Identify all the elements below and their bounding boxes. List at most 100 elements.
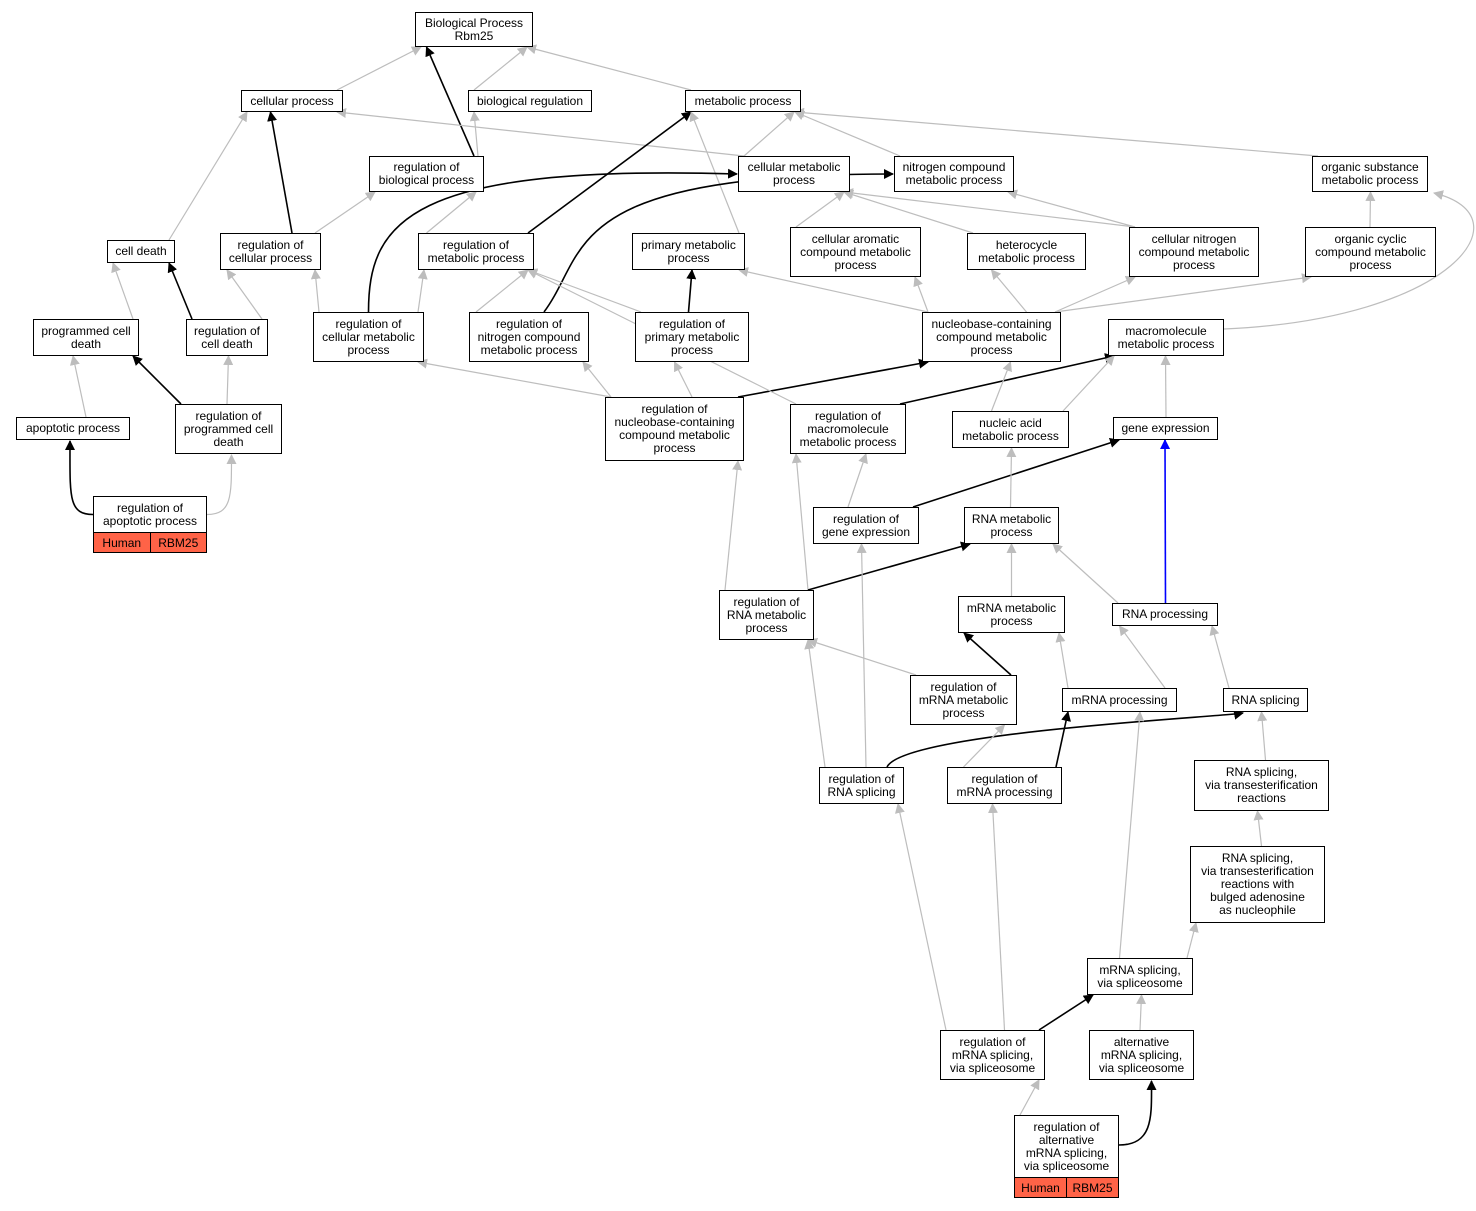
go-term-ramrnass[interactable]: regulation of alternative mRNA splicing,… bbox=[1014, 1115, 1119, 1178]
go-term-rrnas[interactable]: regulation of RNA splicing bbox=[819, 767, 904, 804]
go-term-cd[interactable]: cell death bbox=[107, 240, 175, 263]
edge-rnbcmp-to-rncmp bbox=[582, 361, 612, 398]
edge-pmp-to-mp bbox=[689, 111, 740, 234]
edge-rcd-to-cd bbox=[167, 262, 193, 320]
go-term-pcd[interactable]: programmed cell death bbox=[33, 319, 139, 356]
go-term-breg[interactable]: biological regulation bbox=[468, 90, 592, 112]
go-term-rnbcmp[interactable]: regulation of nucleobase-containing comp… bbox=[605, 397, 744, 461]
edge-nbcmp-to-cacmp bbox=[913, 276, 929, 313]
edge-rbp-to-breg bbox=[469, 111, 480, 157]
go-term-cp[interactable]: cellular process bbox=[241, 90, 343, 112]
go-term-rrnamp[interactable]: regulation of RNA metabolic process bbox=[719, 590, 814, 640]
edge-mp-to-bp bbox=[526, 44, 692, 91]
edge-cmp-to-cp bbox=[336, 107, 745, 157]
go-term-rnamp[interactable]: RNA metabolic process bbox=[964, 507, 1059, 544]
go-term-cmp[interactable]: cellular metabolic process bbox=[738, 156, 850, 192]
annotation-gene: RBM25 bbox=[1066, 1178, 1118, 1197]
go-term-rnap[interactable]: RNA processing bbox=[1112, 603, 1218, 626]
edge-rncmp-to-rmp bbox=[475, 269, 529, 313]
go-term-mp[interactable]: metabolic process bbox=[685, 90, 801, 112]
go-term-occmp[interactable]: organic cyclic compound metabolic proces… bbox=[1305, 227, 1436, 277]
edge-breg-to-bp bbox=[473, 46, 528, 91]
edge-ramrnass-to-amrnass bbox=[1118, 1080, 1157, 1146]
edge-ge-to-mmp bbox=[1160, 355, 1171, 418]
edge-rrnamp-to-rmmp bbox=[791, 453, 809, 591]
go-term-rmrnamp[interactable]: regulation of mRNA metabolic process bbox=[910, 675, 1017, 725]
go-term-ncmp[interactable]: nitrogen compound metabolic process bbox=[894, 156, 1014, 192]
edge-ncmp-to-mp bbox=[794, 110, 901, 157]
edge-rrnamp-to-rnamp bbox=[807, 541, 971, 591]
edge-rmrnap-to-rmrnamp bbox=[963, 724, 1006, 768]
edge-rge-to-rmmp bbox=[847, 453, 868, 508]
edge-cmp-to-mp bbox=[743, 111, 795, 157]
go-term-rnas[interactable]: RNA splicing bbox=[1223, 688, 1308, 712]
edge-rap-to-rpcd bbox=[206, 454, 237, 516]
go-term-bp[interactable]: Biological Process Rbm25 bbox=[415, 12, 533, 47]
go-term-mrnap[interactable]: mRNA processing bbox=[1062, 688, 1177, 712]
edge-ramrnass-to-rmrnass bbox=[1019, 1079, 1040, 1116]
edge-rbp-to-bp bbox=[425, 46, 475, 157]
go-term-rbp[interactable]: regulation of biological process bbox=[369, 156, 484, 192]
go-term-rncmp[interactable]: regulation of nitrogen compound metaboli… bbox=[469, 312, 589, 362]
edge-rpcd-to-pcd bbox=[132, 355, 182, 405]
go-term-rmrnap[interactable]: regulation of mRNA processing bbox=[947, 767, 1062, 804]
go-term-mrnamp[interactable]: mRNA metabolic process bbox=[958, 596, 1065, 633]
go-term-cncmp[interactable]: cellular nitrogen compound metabolic pro… bbox=[1129, 227, 1259, 277]
go-term-amrnass[interactable]: alternative mRNA splicing, via spliceoso… bbox=[1089, 1030, 1194, 1080]
edge-rnastb-to-rnast bbox=[1253, 810, 1264, 847]
edge-rmrnass-to-rmrnap bbox=[987, 803, 1006, 1031]
edge-ap-to-pcd bbox=[69, 355, 87, 418]
go-term-rap[interactable]: regulation of apoptotic process bbox=[93, 496, 207, 533]
edge-rmmp-to-mmp bbox=[899, 353, 1115, 405]
go-term-rpcd[interactable]: regulation of programmed cell death bbox=[175, 404, 282, 454]
go-term-rmp[interactable]: regulation of metabolic process bbox=[418, 233, 534, 270]
edge-rpcd-to-rcd bbox=[223, 355, 234, 405]
edge-rnbcmp-to-rpmp bbox=[673, 361, 693, 398]
edge-mrnap-to-mrnamp bbox=[1055, 632, 1069, 689]
go-term-cacmp[interactable]: cellular aromatic compound metabolic pro… bbox=[790, 227, 921, 277]
edge-rmrnap-to-mrnap bbox=[1055, 711, 1071, 768]
go-term-rge[interactable]: regulation of gene expression bbox=[813, 507, 919, 544]
go-term-hmp[interactable]: heterocycle metabolic process bbox=[967, 233, 1086, 270]
go-term-rnastb[interactable]: RNA splicing, via transesterification re… bbox=[1190, 846, 1325, 923]
go-term-rcmp[interactable]: regulation of cellular metabolic process bbox=[313, 312, 424, 362]
edge-rnbcmp-to-nbcmp bbox=[737, 358, 929, 398]
edge-rpmp-to-pmp bbox=[686, 269, 697, 313]
go-term-osmp[interactable]: organic substance metabolic process bbox=[1312, 156, 1428, 192]
go-term-rnast[interactable]: RNA splicing, via transesterification re… bbox=[1194, 760, 1329, 811]
go-term-nbcmp[interactable]: nucleobase-containing compound metabolic… bbox=[922, 312, 1061, 362]
go-term-pmp[interactable]: primary metabolic process bbox=[632, 233, 745, 270]
edge-rcp-to-cp bbox=[267, 111, 293, 234]
go-term-mrnass[interactable]: mRNA splicing, via spliceosome bbox=[1087, 958, 1193, 995]
edge-rpmp-to-rmp bbox=[527, 268, 642, 313]
edge-nbcmp-to-occmp bbox=[1054, 273, 1312, 313]
edge-namp-to-nbcmp bbox=[990, 361, 1012, 412]
go-term-namp[interactable]: nucleic acid metabolic process bbox=[952, 411, 1069, 448]
edge-mrnass-to-rnastb bbox=[1186, 922, 1199, 959]
edge-rcmp-to-rcp bbox=[310, 269, 321, 313]
go-term-mmp[interactable]: macromolecule metabolic process bbox=[1108, 319, 1224, 356]
edge-rrnas-to-rrnamp bbox=[804, 639, 826, 768]
go-term-ap[interactable]: apoptotic process bbox=[16, 417, 130, 440]
go-term-rmmp[interactable]: regulation of macromolecule metabolic pr… bbox=[790, 404, 906, 454]
edge-amrnass-to-mrnass bbox=[1136, 994, 1147, 1031]
go-term-rpmp[interactable]: regulation of primary metabolic process bbox=[635, 312, 749, 362]
edge-rap-to-ap bbox=[64, 440, 94, 516]
edge-osmp-to-mp bbox=[794, 107, 1319, 157]
edge-mmp-to-osmp bbox=[1223, 190, 1475, 330]
edge-mrnass-to-mrnap bbox=[1118, 711, 1145, 959]
edge-rrnas-to-rge bbox=[856, 543, 867, 768]
go-term-ge[interactable]: gene expression bbox=[1113, 417, 1218, 440]
annotation-species: Human bbox=[102, 535, 142, 550]
edge-rcmp-to-rmp bbox=[417, 269, 428, 313]
go-term-rcp[interactable]: regulation of cellular process bbox=[220, 233, 321, 270]
annotation-species: Human bbox=[1021, 1180, 1060, 1195]
edge-nbcmp-to-hmp bbox=[990, 269, 1027, 313]
edge-rge-to-ge bbox=[912, 438, 1120, 508]
edge-rmrnamp-to-mrnamp bbox=[963, 632, 1012, 676]
go-term-rcd[interactable]: regulation of cell death bbox=[186, 319, 268, 356]
go-term-rmrnass[interactable]: regulation of mRNA splicing, via spliceo… bbox=[940, 1030, 1045, 1080]
